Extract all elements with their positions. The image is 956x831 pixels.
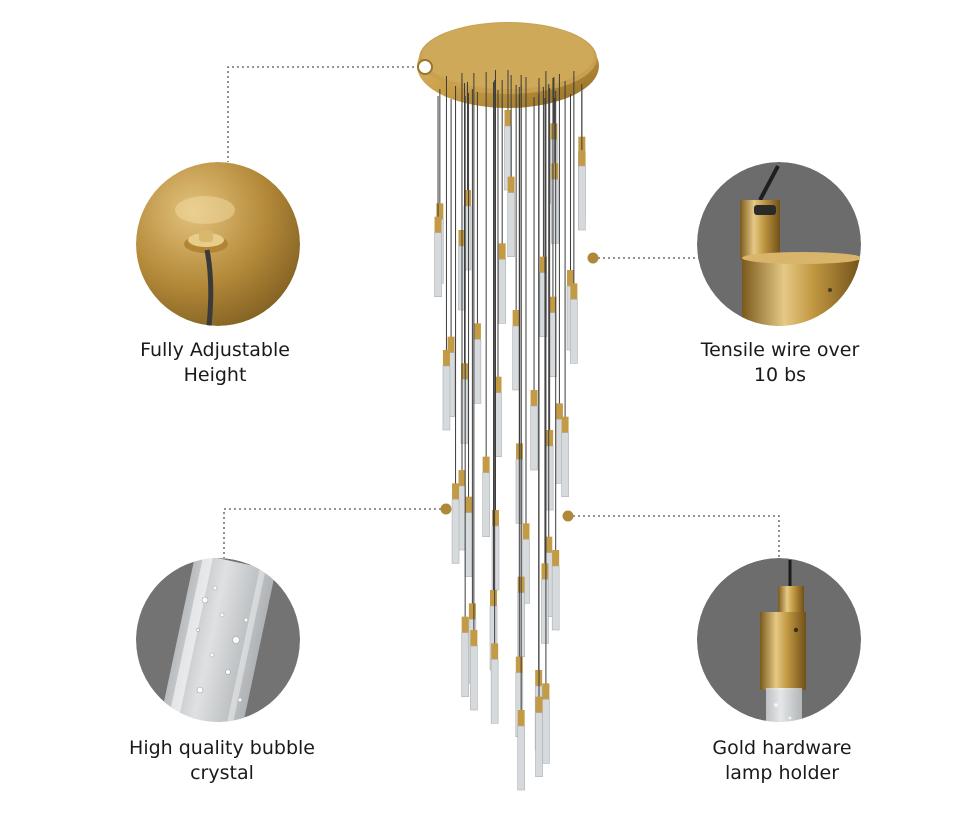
pendant-holder (555, 403, 563, 420)
pendant-crystal (460, 379, 469, 444)
pendant-crystal (578, 165, 586, 231)
caption-line: Gold hardware (712, 737, 852, 759)
pendant-holder (546, 430, 554, 446)
pendant-holder (458, 470, 466, 486)
pendant-crystal (458, 485, 466, 551)
pendant-holder (491, 510, 499, 526)
detail-canopy-underside (136, 162, 300, 326)
pendant-holder (465, 496, 473, 513)
detail-lamp-holder (697, 558, 861, 722)
pendant-holder (517, 710, 525, 726)
pendant-holder (463, 190, 471, 206)
ceiling-canopy (417, 22, 599, 108)
caption-adjustable-height: Fully Adjustable Height (90, 338, 340, 388)
pendant-holder (515, 656, 523, 673)
pendant-holder (470, 630, 478, 646)
pendant-crystal (473, 339, 482, 404)
pendant-crystal (461, 632, 469, 697)
pendant-holder (498, 243, 506, 260)
pendant-crystal (482, 472, 490, 537)
pendant-holder (490, 590, 498, 606)
pendant-crystal (451, 499, 460, 564)
detail-tensile-wire (697, 162, 861, 326)
callout-line-adjustable-height (227, 66, 424, 162)
pendant-holder (522, 523, 530, 540)
pendant-holder (570, 283, 578, 300)
pendant-crystal (530, 405, 538, 471)
pendant-holder (530, 390, 538, 406)
pendant-crystal (442, 365, 451, 431)
pendant-holder (542, 683, 550, 700)
pendant-crystal (535, 712, 543, 777)
pendant-holder (436, 203, 444, 220)
pendant-holder (507, 176, 515, 193)
pendant-holder (541, 563, 549, 580)
pendant-holder (461, 363, 469, 380)
pendant-holder (552, 550, 560, 566)
detail-bubble-crystal (136, 558, 300, 722)
callout-marker-crystal (440, 503, 452, 515)
pendant-holder (461, 616, 469, 633)
pendant-holder (566, 270, 574, 286)
pendant-crystal (517, 725, 525, 791)
caption-line: lamp holder (724, 762, 840, 784)
pendant-crystal (561, 432, 569, 497)
caption-line: Fully Adjustable (140, 339, 290, 361)
caption-line: crystal (190, 762, 254, 784)
pendant-crystal (498, 259, 506, 324)
caption-tensile-wire: Tensile wire over 10 bs (652, 338, 908, 388)
caption-line: Tensile wire over (700, 339, 860, 361)
pendant-crystal (470, 645, 478, 711)
callout-line-lamp-holder (568, 515, 780, 558)
callout-lines (223, 66, 780, 558)
pendant-holder (550, 123, 558, 140)
pendant-crystal (539, 272, 548, 337)
pendant-holder (468, 603, 476, 620)
callout-line-bubble-crystal (223, 508, 446, 558)
pendant-crystal (545, 445, 554, 511)
pendant-holder (535, 696, 543, 713)
pendant-crystal (551, 565, 560, 631)
pendant-crystal (434, 232, 442, 297)
pendant-crystal (464, 512, 473, 577)
pendant-crystal (490, 659, 499, 724)
pendant-holder (473, 323, 481, 340)
pendant-holder (551, 163, 559, 180)
pendant-crystal (522, 539, 530, 604)
callout-marker-canopy (417, 59, 433, 75)
pendant-crystal (542, 699, 550, 764)
caption-bubble-crystal: High quality bubble crystal (92, 736, 352, 786)
pendant-holder (549, 296, 557, 313)
callout-marker-wire (587, 252, 599, 264)
pendant-crystal (512, 325, 520, 391)
pendant-holder (482, 456, 490, 473)
caption-line: 10 bs (753, 364, 807, 386)
pendant-holder (447, 336, 455, 353)
pendant-holder (545, 536, 553, 553)
pendant-crystal (541, 579, 549, 644)
callout-marker-holder (562, 510, 574, 522)
pendant-cluster (434, 70, 586, 791)
caption-line: High quality bubble (129, 737, 315, 759)
pendant-holder (442, 350, 450, 366)
pendant-crystal (570, 299, 578, 364)
pendant-holder (561, 416, 569, 433)
pendant-holder (434, 216, 442, 233)
pendant-holder (494, 376, 502, 393)
pendant-holder (512, 310, 520, 326)
caption-lamp-holder: Gold hardware lamp holder (660, 736, 904, 786)
pendant-holder (491, 643, 499, 660)
pendant-holder (504, 110, 512, 126)
pendant-holder (452, 483, 460, 500)
pendant-holder (578, 150, 586, 166)
pendant-crystal (507, 192, 515, 257)
pendant-crystal (550, 179, 559, 244)
pendant-holder (539, 256, 547, 273)
caption-line: Height (183, 364, 247, 386)
callout-markers (417, 59, 599, 522)
